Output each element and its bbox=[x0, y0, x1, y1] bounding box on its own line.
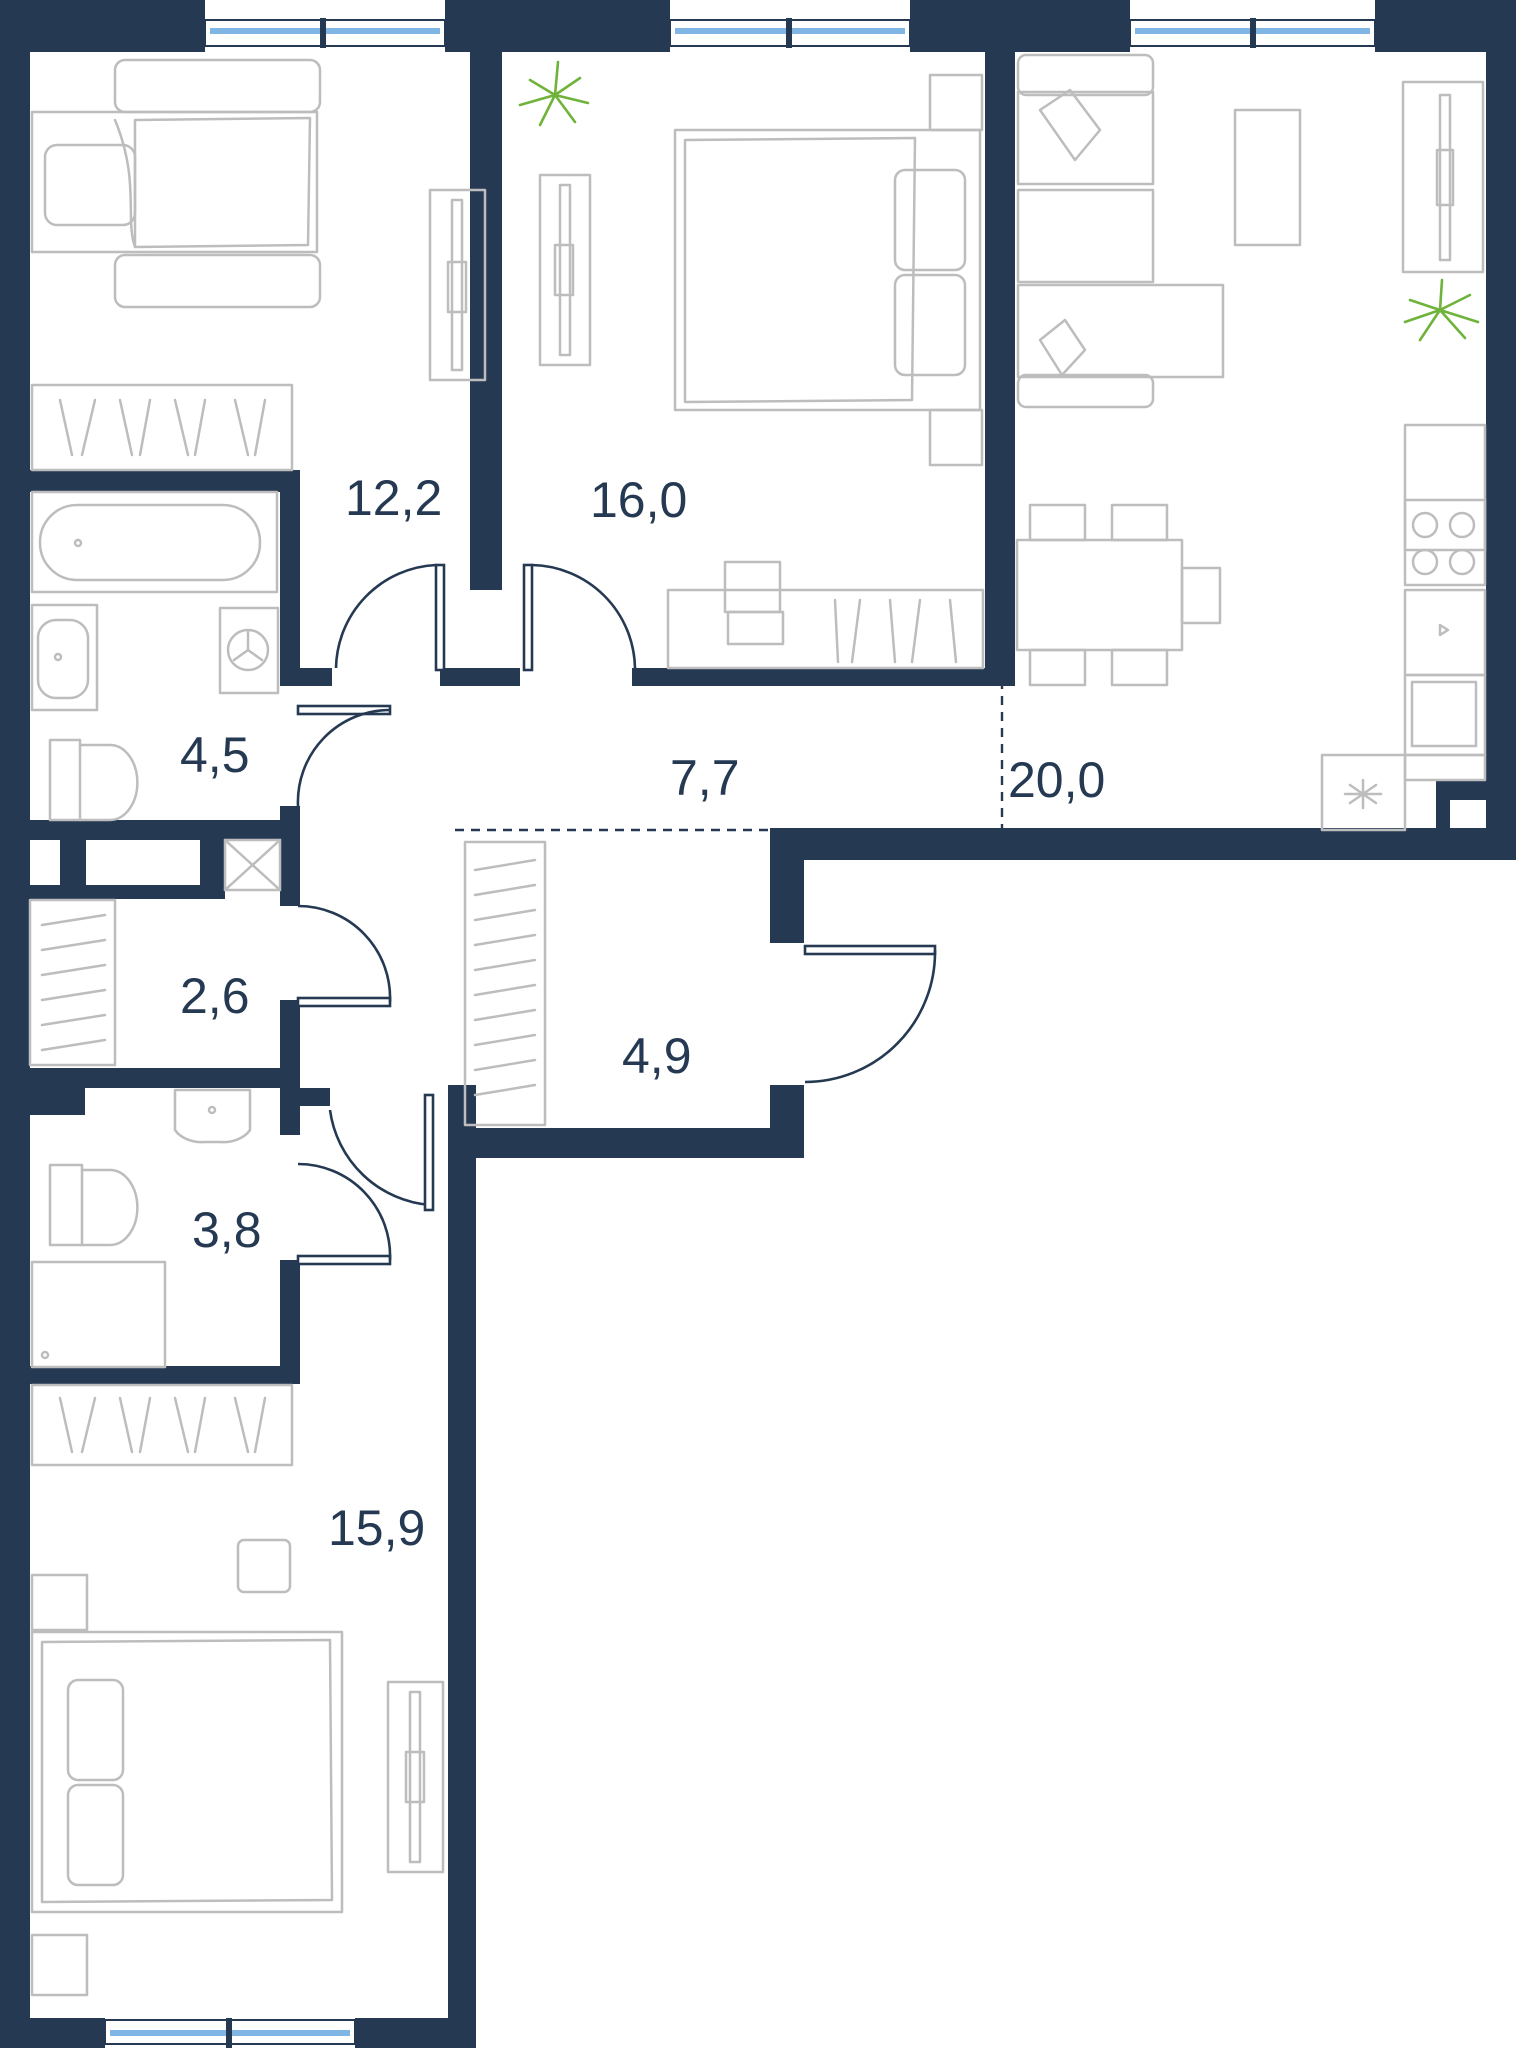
washer-icon bbox=[218, 606, 280, 695]
desk-icon bbox=[386, 1680, 445, 1874]
shelf-icon bbox=[28, 898, 117, 1067]
room-area-wc: 3,8 bbox=[192, 1202, 262, 1258]
door-icon bbox=[296, 563, 937, 1266]
desk-icon bbox=[428, 188, 487, 382]
wardrobe-icon bbox=[463, 840, 547, 1127]
room-area-bedroom-2: 16,0 bbox=[590, 472, 687, 528]
room-area-living-kitchen: 20,0 bbox=[1008, 752, 1105, 808]
dishwasher-icon bbox=[1403, 673, 1487, 757]
sink-icon bbox=[1403, 588, 1487, 677]
bathtub-icon bbox=[30, 490, 279, 594]
wardrobe-icon bbox=[30, 383, 294, 472]
wardrobe-icon bbox=[666, 560, 985, 670]
wardrobe-icon bbox=[30, 1383, 294, 1467]
sofa-icon bbox=[1016, 53, 1225, 409]
desk-icon bbox=[538, 173, 592, 367]
room-area-bedroom-1: 12,2 bbox=[345, 470, 442, 526]
sink-icon bbox=[30, 603, 99, 712]
room-area-hallway: 7,7 bbox=[670, 750, 740, 806]
bed-icon bbox=[673, 73, 984, 467]
bed-icon bbox=[30, 1630, 344, 1914]
room-labels: 12,2 16,0 20,0 4,5 7,7 2,6 4,9 3,8 15,9 bbox=[180, 470, 1105, 1556]
ventilation-icon bbox=[223, 838, 282, 892]
room-area-entrance: 4,9 bbox=[622, 1028, 692, 1084]
room-area-bathroom: 4,5 bbox=[180, 727, 250, 783]
window-icon bbox=[104, 18, 1376, 2048]
toilet-icon bbox=[48, 738, 139, 822]
room-area-bedroom-3: 15,9 bbox=[328, 1500, 425, 1556]
plant-icon bbox=[518, 60, 590, 127]
shower-icon bbox=[30, 1260, 167, 1369]
bed-icon bbox=[30, 58, 322, 309]
dining-table-icon bbox=[1015, 503, 1222, 687]
toilet-icon bbox=[48, 1163, 139, 1247]
plant-icon bbox=[1403, 278, 1480, 342]
fridge-icon bbox=[1320, 753, 1487, 832]
room-area-storage: 2,6 bbox=[180, 968, 250, 1024]
tv-icon bbox=[1401, 80, 1485, 274]
stove-icon bbox=[1403, 423, 1487, 587]
sink-icon bbox=[173, 1088, 252, 1144]
coffee-table-icon bbox=[1233, 108, 1302, 247]
nightstand-icon bbox=[30, 1538, 292, 1997]
